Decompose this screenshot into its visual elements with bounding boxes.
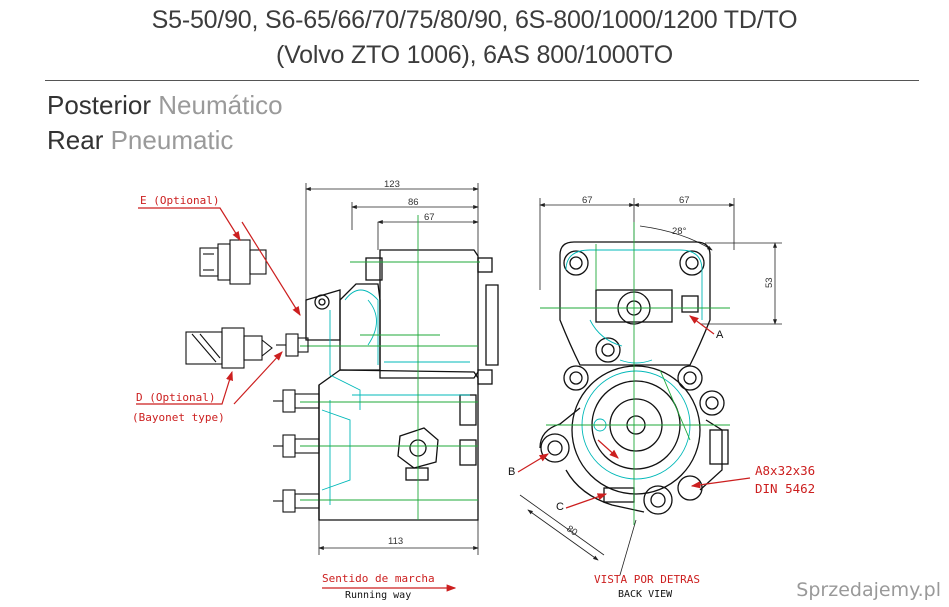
label-b: B xyxy=(508,466,515,478)
back-view-caption-en: BACK VIEW xyxy=(618,589,673,600)
dim-80: 80 xyxy=(564,523,579,538)
dim-113: 113 xyxy=(388,536,403,547)
header-line-2: (Volvo ZTO 1006), 6AS 800/1000TO xyxy=(275,41,674,69)
spline-standard: DIN 5462 xyxy=(755,481,815,496)
dim-123: 123 xyxy=(384,179,400,190)
dim-86: 86 xyxy=(408,197,419,208)
subtitle-primary-en: Rear xyxy=(47,125,104,155)
label-c: C xyxy=(556,501,564,513)
switch-d-icon xyxy=(185,327,273,369)
label-bayonet-type: (Bayonet type) xyxy=(132,411,225,424)
direction-label-en: Running way xyxy=(345,590,411,601)
spline-spec: A8x32x36 xyxy=(755,463,815,478)
subtitle-row-1: Posterior Neumático xyxy=(47,90,283,121)
dim-67: 67 xyxy=(424,212,435,223)
direction-label-es: Sentido de marcha xyxy=(322,572,435,585)
header-divider xyxy=(45,80,919,81)
dim-28-deg: 28° xyxy=(672,226,687,237)
back-view: 67 67 28° 53 80 xyxy=(508,195,815,600)
dim-67-right: 67 xyxy=(679,195,690,206)
subtitle-row-2: Rear Pneumatic xyxy=(47,125,233,156)
subtitle-primary-es: Posterior xyxy=(47,90,152,120)
dim-67-left: 67 xyxy=(582,195,593,206)
side-view: 123 86 67 113 xyxy=(132,179,499,601)
label-e-optional: E (Optional) xyxy=(140,194,219,207)
dim-53: 53 xyxy=(764,277,775,288)
header-line-1: S5-50/90, S6-65/66/70/75/80/90, 6S-800/1… xyxy=(151,6,798,34)
label-d-optional: D (Optional) xyxy=(136,391,215,404)
label-a: A xyxy=(716,329,724,341)
subtitle-secondary-es: Neumático xyxy=(158,90,283,120)
subtitle-secondary-en: Pneumatic xyxy=(110,125,234,155)
back-view-caption-es: VISTA POR DETRAS xyxy=(594,573,700,586)
side-view-studs xyxy=(273,333,320,513)
watermark-logo: Sprzedajemy.pl xyxy=(796,579,941,601)
switch-e-icon xyxy=(199,239,267,285)
